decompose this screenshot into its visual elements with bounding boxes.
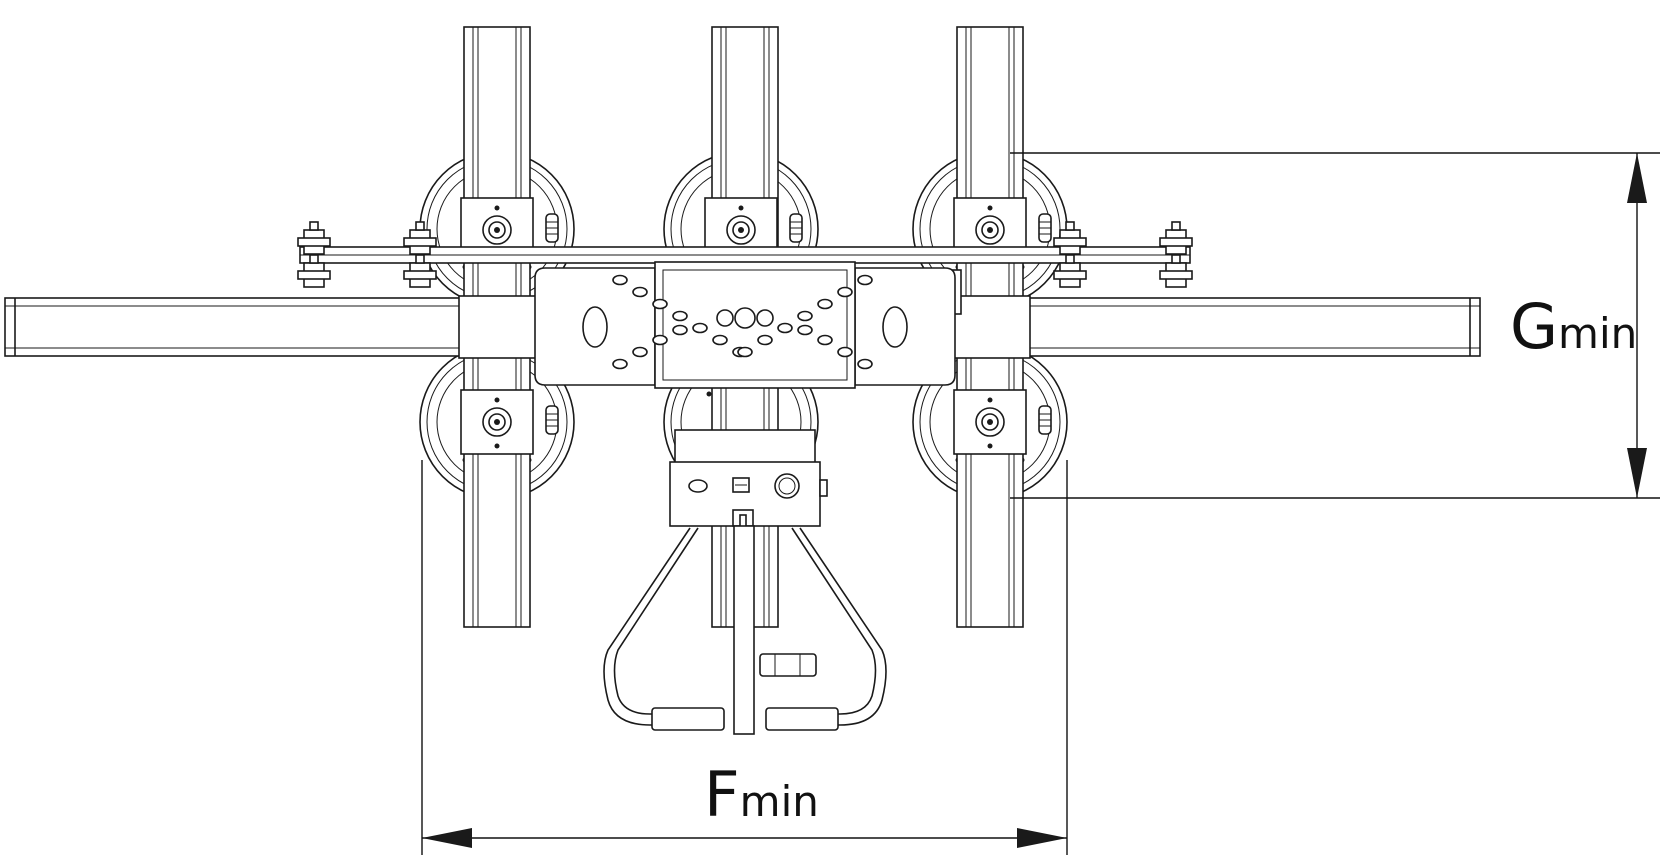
cross-chains [612,274,873,370]
dimension-F-min [421,460,1068,855]
f-min-symbol: F [704,758,740,831]
central-frame [534,261,956,389]
g-min-label: Gmin [1510,296,1637,358]
lower-right-pad-hub [953,389,1052,455]
g-min-symbol: G [1510,290,1559,363]
f-min-subscript: min [739,777,819,826]
dimension-G-min [1010,152,1660,499]
control-box [669,429,828,532]
g-min-subscript: min [1558,309,1638,358]
lower-left-pad-hub [460,389,559,455]
f-min-label: Fmin [704,764,819,826]
handle [603,525,887,735]
